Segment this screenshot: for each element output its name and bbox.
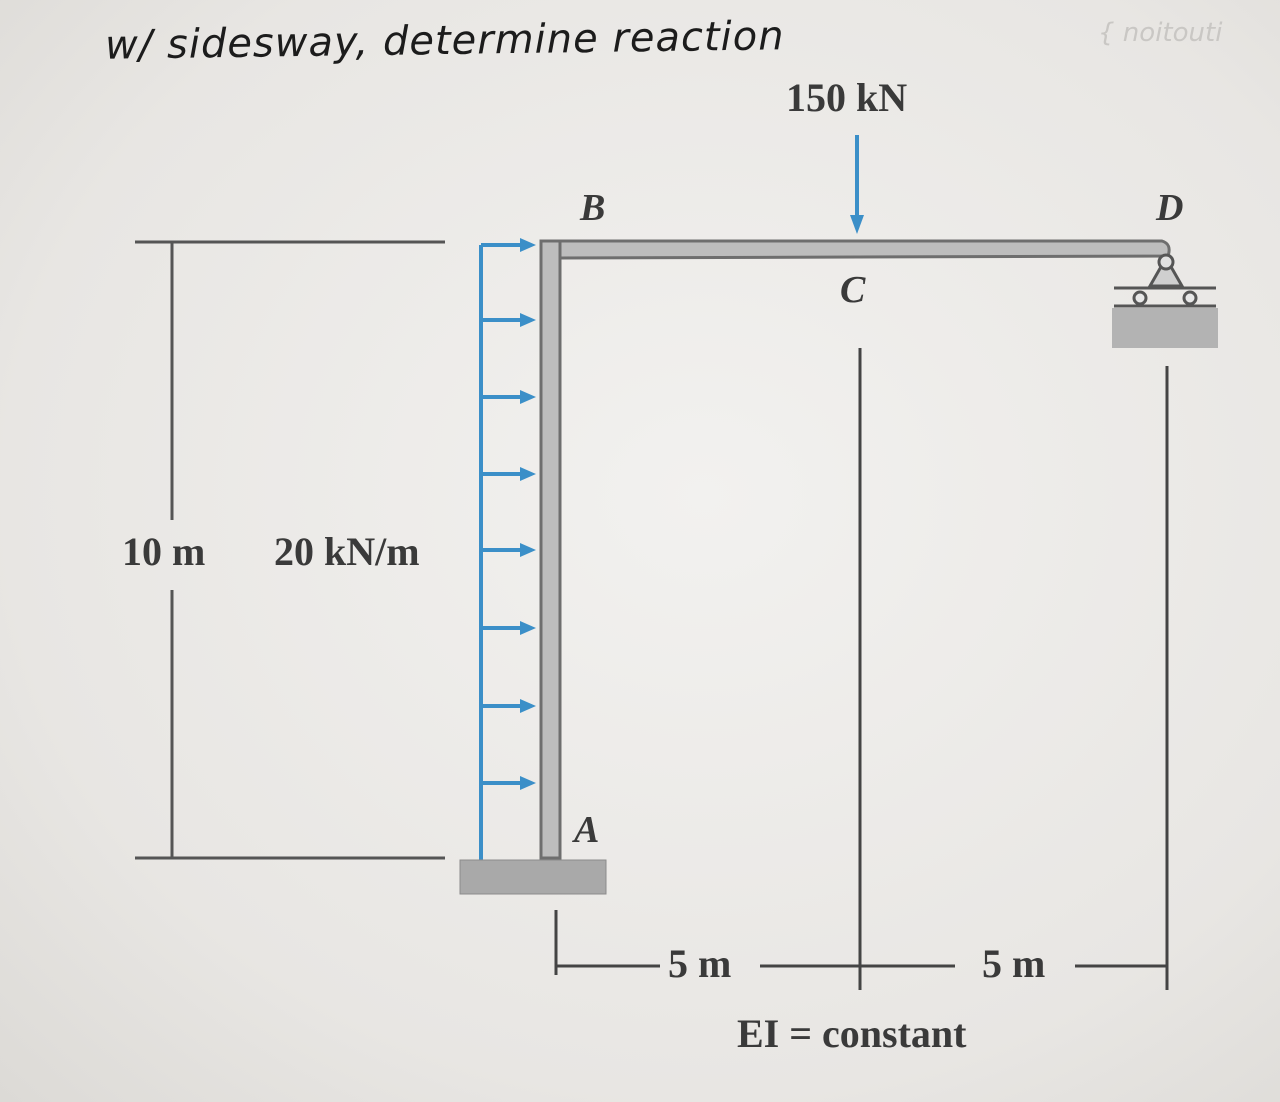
node-d-label: D [1156,187,1184,229]
distributed-load-arrows [479,238,536,860]
height-dimension-label: 10 m [122,529,206,574]
stiffness-label: EI = constant [737,1011,967,1056]
point-load-arrow [850,135,864,234]
faint-corner-note: { noitouti [1098,18,1223,48]
span-guide-lines [554,348,1169,990]
point-load-label: 150 kN [786,75,908,120]
node-a-label: A [574,809,600,851]
frame-members [539,239,1171,860]
roller-ground [1112,308,1218,348]
span-left-label: 5 m [668,941,732,986]
beam-bd [541,239,1171,260]
column-ab [539,239,562,860]
node-b-label: B [580,187,606,229]
fixed-support-a [459,859,607,895]
distributed-load-label: 20 kN/m [274,529,420,574]
height-dimension [135,240,445,860]
span-right-label: 5 m [982,941,1046,986]
node-c-label: C [840,269,866,311]
roller-support-d [1114,253,1216,308]
